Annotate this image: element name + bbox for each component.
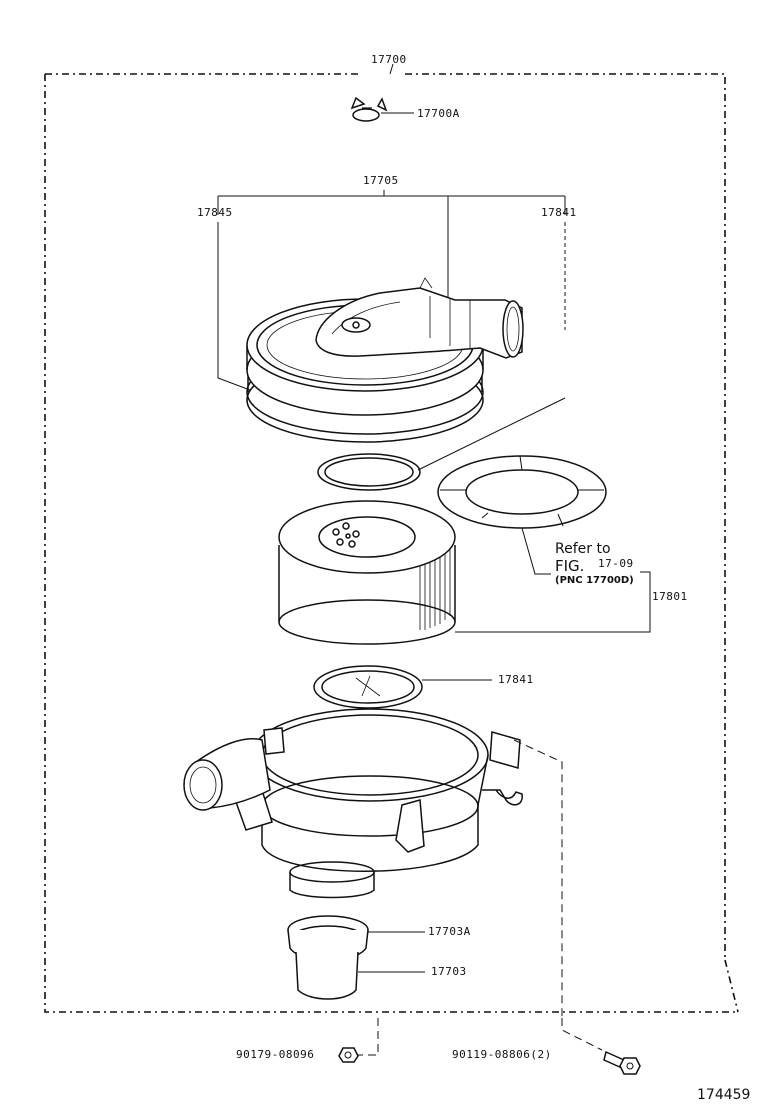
air-cleaner-case bbox=[183, 708, 563, 1018]
outlet-hose bbox=[287, 915, 425, 1056]
label-90179: 90179-08096 bbox=[236, 1048, 315, 1061]
label-17703: 17703 bbox=[431, 965, 467, 978]
wing-nut-17700A bbox=[350, 96, 414, 122]
document-id: 174459 bbox=[697, 1087, 751, 1103]
label-17700A: 17700A bbox=[417, 107, 460, 120]
label-17801: 17801 bbox=[652, 590, 688, 603]
label-17705: 17705 bbox=[363, 174, 399, 187]
gasket bbox=[317, 397, 566, 491]
air-cleaner-cap bbox=[246, 277, 524, 443]
label-90119: 90119-08806(2) bbox=[452, 1048, 552, 1061]
label-17841-mid: 17841 bbox=[498, 673, 534, 686]
label-17841-top: 17841 bbox=[541, 206, 577, 219]
label-17703A: 17703A bbox=[428, 925, 471, 938]
refer-fig-number: 17-09 bbox=[598, 557, 634, 570]
nut-90179 bbox=[338, 1047, 359, 1063]
reference-gasket-ring bbox=[437, 455, 607, 575]
label-17700: 17700 bbox=[371, 53, 407, 66]
refer-pnc: (PNC 17700D) bbox=[555, 575, 634, 586]
lower-gasket bbox=[313, 665, 492, 790]
leader-17705 bbox=[217, 190, 566, 391]
refer-fig-word: FIG. bbox=[555, 557, 585, 575]
assembly-boundary bbox=[44, 63, 739, 1013]
refer-line1: Refer to bbox=[555, 541, 611, 557]
bolt-90119 bbox=[561, 1018, 641, 1075]
filter-element bbox=[278, 500, 651, 645]
label-17845: 17845 bbox=[197, 206, 233, 219]
